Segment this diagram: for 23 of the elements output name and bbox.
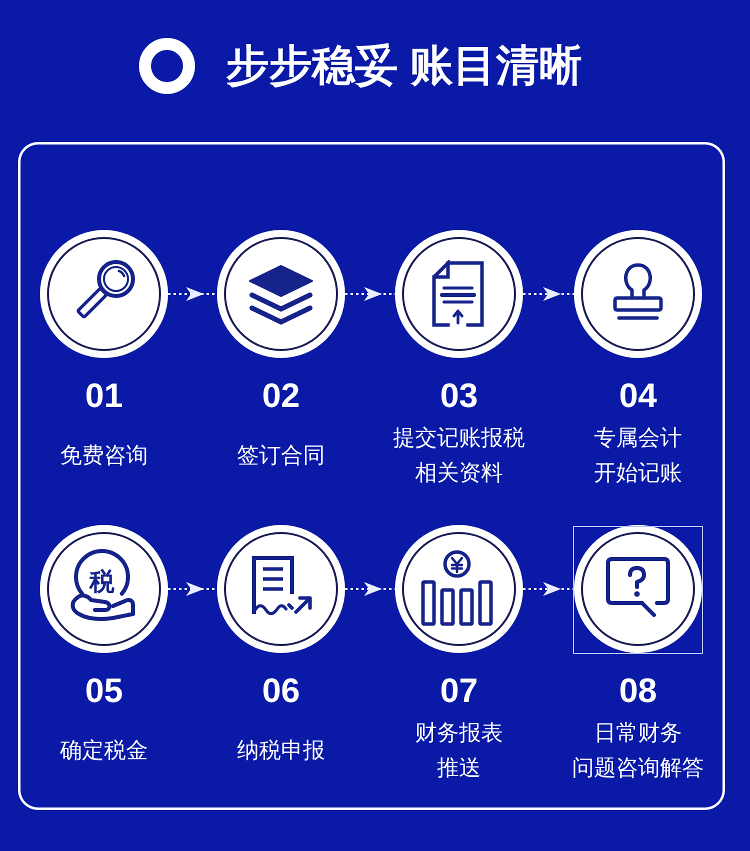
arrow [168, 582, 217, 596]
arrow [168, 287, 217, 301]
step-caption: 提交记账报税相关资料 [393, 424, 525, 487]
step-caption: 纳税申报 [237, 736, 325, 764]
step-caption: 专属会计开始记账 [594, 424, 682, 487]
coin-character: 税 [90, 568, 114, 596]
step-number: 02 [262, 376, 300, 416]
arrow [523, 287, 574, 301]
step-caption: 免费咨询 [60, 442, 148, 470]
arrow [523, 582, 574, 596]
step-number: 03 [440, 376, 478, 416]
step-number: 01 [85, 376, 123, 416]
step-number: 08 [619, 671, 657, 711]
step-caption: 签订合同 [237, 442, 325, 470]
step-caption: 日常财务问题咨询解答 [572, 719, 704, 782]
panel-frame [18, 142, 725, 810]
step-caption: 确定税金 [60, 736, 148, 764]
title: 步步稳妥 账目清晰 [226, 41, 582, 92]
step-number: 06 [262, 671, 300, 711]
step-number: 05 [85, 671, 123, 711]
step-number: 04 [619, 376, 657, 416]
step-caption: 财务报表推送 [415, 719, 503, 782]
step-number: 07 [440, 671, 478, 711]
